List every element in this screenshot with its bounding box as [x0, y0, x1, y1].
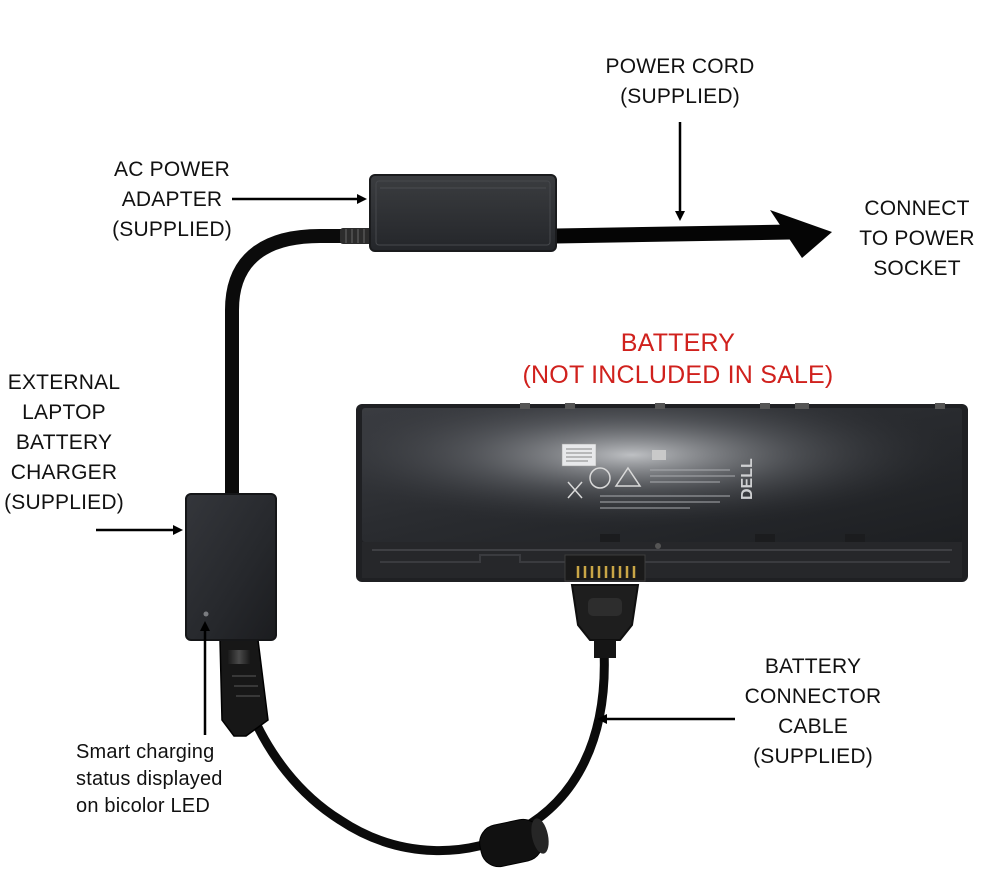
- warning-symbol-icon: [614, 466, 642, 487]
- external-battery-charger: [185, 493, 277, 641]
- dc-cable: [225, 229, 379, 505]
- label-external-laptop-battery-charger: EXTERNAL LAPTOP BATTERY CHARGER (SUPPLIE…: [4, 371, 124, 514]
- bin-crossed-icon: [567, 481, 583, 499]
- battery-side-plug: [570, 584, 640, 658]
- battery-connector-cable: [243, 645, 609, 856]
- strain-relief: [340, 228, 372, 244]
- bicolor-led-icon: [203, 611, 209, 617]
- power-cord: [555, 224, 791, 244]
- label-ac-power-adapter: AC POWER ADAPTER (SUPPLIED): [112, 158, 232, 241]
- label-smart-charging-led: Smart charging status displayed on bicol…: [76, 741, 223, 817]
- recycle-symbol-icon: [589, 467, 611, 489]
- socket-arrow-icon: [770, 210, 832, 258]
- label-power-cord: POWER CORD (SUPPLIED): [605, 55, 755, 108]
- ferrite-bead: [479, 818, 549, 868]
- laptop-battery: DELL: [356, 403, 968, 582]
- label-battery-not-included: BATTERY (NOT INCLUDED IN SALE): [522, 329, 834, 389]
- label-connect-to-power-socket: CONNECT TO POWER SOCKET: [859, 197, 975, 280]
- charger-side-plug: [219, 639, 269, 737]
- battery-label-sticker: [561, 443, 597, 467]
- battery-brand-logo: DELL: [739, 458, 756, 500]
- label-battery-connector-cable: BATTERY CONNECTOR CABLE (SUPPLIED): [744, 655, 882, 768]
- ac-power-adapter: [369, 174, 557, 252]
